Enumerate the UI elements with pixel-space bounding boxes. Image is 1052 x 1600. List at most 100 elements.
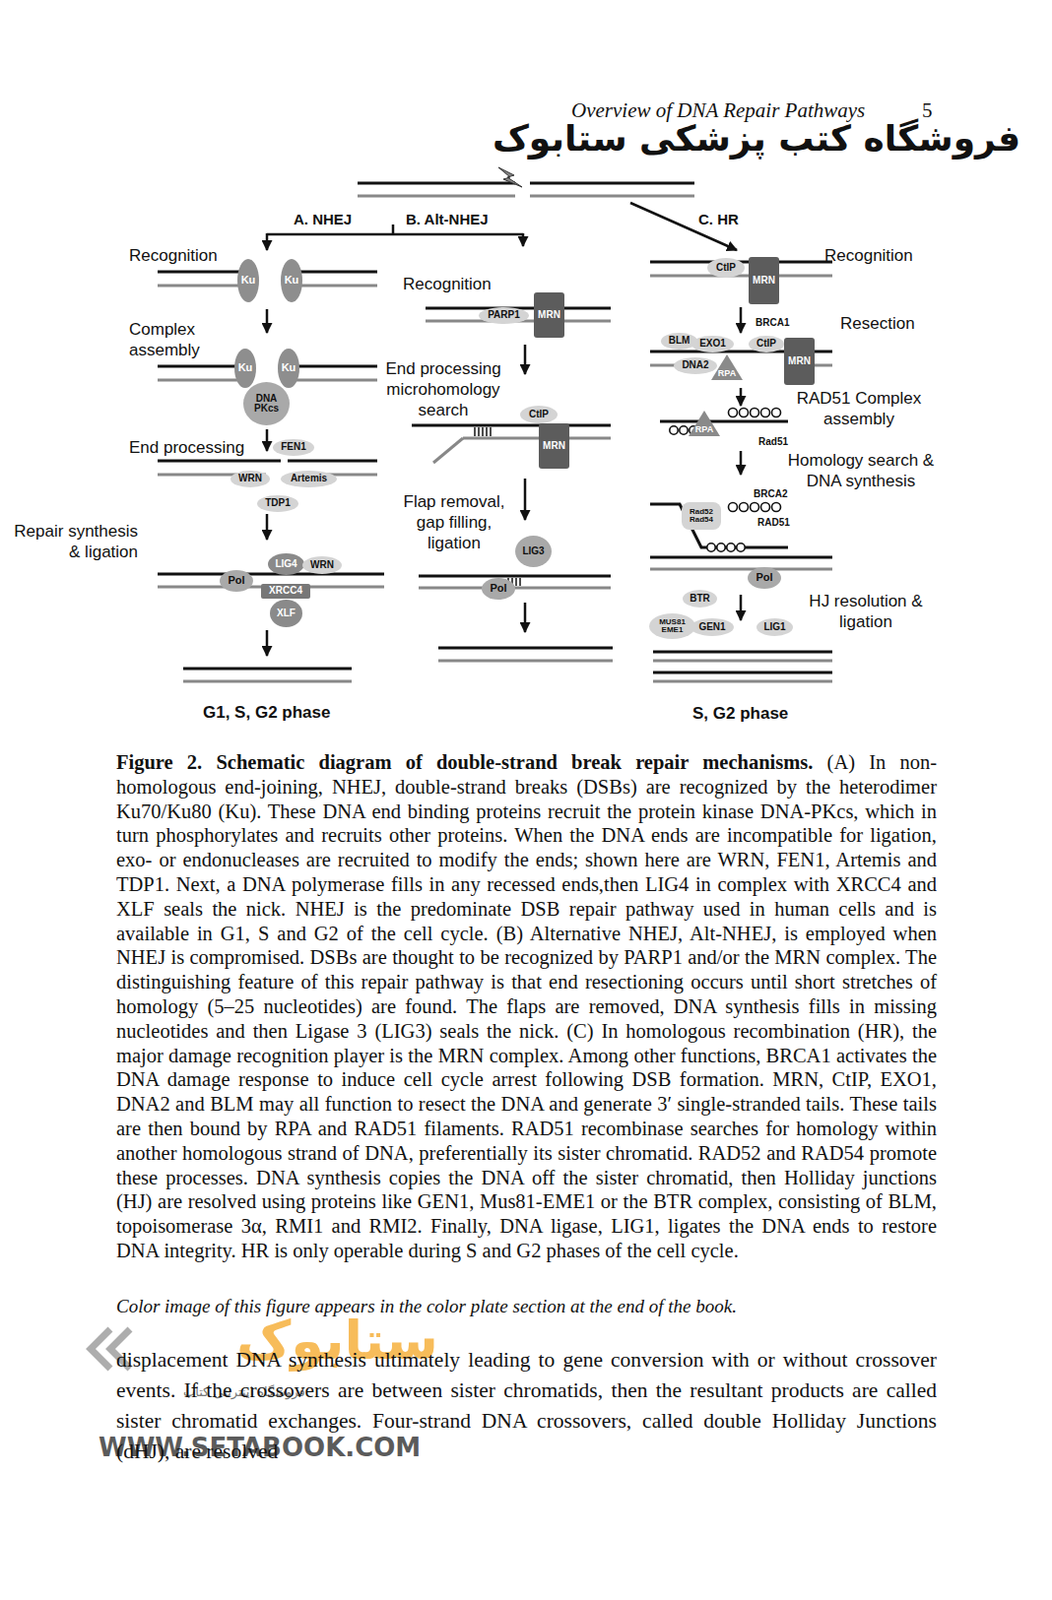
protein-name: MRN	[537, 310, 561, 322]
break-bolt	[498, 167, 523, 188]
illustration-stroke	[157, 365, 245, 369]
protein-name: Pol	[227, 575, 245, 588]
step-label: Recognition	[402, 273, 492, 295]
protein-name: MRN	[788, 356, 811, 368]
protein-name: Pol	[755, 572, 773, 585]
illustration-stroke	[761, 408, 771, 418]
illustration-stroke	[183, 680, 352, 684]
illustration-stroke	[266, 233, 524, 237]
protein-label: LIG3	[522, 546, 544, 558]
illustration-stroke	[563, 307, 611, 311]
illustration-stroke	[157, 573, 385, 577]
illustration-stroke	[265, 309, 269, 333]
illustration-stroke	[750, 408, 760, 418]
protein-name: MUS81 EME1	[657, 618, 688, 636]
protein-label: Ku	[241, 274, 257, 287]
illustration-stroke	[653, 671, 833, 675]
pathway-title: C. HR	[698, 210, 739, 228]
protein-label: BRCA2	[753, 488, 788, 500]
illustration-stroke	[524, 602, 527, 633]
illustration-stroke	[522, 233, 526, 247]
protein-name: PARP1	[487, 310, 521, 322]
protein-shape: WRN	[302, 556, 342, 575]
protein-name: MRN	[752, 275, 776, 287]
protein-shape: LIG1	[756, 618, 793, 637]
protein-shape: Ku	[237, 259, 260, 303]
protein-shape: Ku	[280, 259, 303, 303]
illustration-stroke	[772, 503, 782, 513]
illustration-stroke	[433, 438, 463, 463]
protein-shape: Rad52 Rad54	[681, 502, 722, 530]
protein-shape: WRN	[230, 470, 270, 488]
illustration-stroke	[739, 388, 743, 406]
protein-label: CtIP	[716, 263, 736, 274]
protein-label: WRN	[238, 473, 263, 485]
broken-dna	[357, 183, 695, 197]
protein-label: MUS81 EME1	[657, 618, 688, 636]
illustration-stroke	[750, 503, 760, 513]
protein-name: Ku	[284, 274, 300, 287]
illustration-stroke	[515, 578, 518, 587]
illustration-stroke	[728, 503, 738, 513]
protein-name: DNA PKcs	[252, 394, 282, 415]
caption-title: Figure 2. Schematic diagram of double-st…	[116, 751, 813, 774]
protein-shape: Pol	[481, 578, 516, 600]
protein-shape: GEN1	[690, 618, 734, 637]
protein-name: GEN1	[698, 622, 725, 634]
illustration-stroke	[739, 451, 743, 475]
protein-label: CtIP	[756, 338, 777, 350]
illustration-stroke	[519, 578, 522, 587]
protein-label: XRCC4	[268, 586, 303, 597]
illustration-stroke	[295, 379, 378, 383]
protein-label: DNA2	[681, 360, 709, 372]
protein-shape: FEN1	[272, 439, 315, 457]
protein-label: RPA	[718, 369, 736, 379]
complex-box: MRN	[538, 423, 570, 469]
protein-label: MRN	[542, 441, 566, 453]
protein-name: FEN1	[280, 442, 307, 454]
illustration-stroke	[473, 427, 476, 437]
protein-name: RPA	[695, 425, 714, 435]
illustration-stroke	[707, 543, 716, 552]
illustration-stroke	[650, 556, 833, 560]
protein-label: MRN	[752, 275, 776, 287]
protein-name: Pol	[489, 583, 507, 595]
illustration-stroke	[265, 429, 269, 452]
protein-name: Ku	[238, 362, 254, 375]
protein-label: Pol	[489, 583, 507, 595]
step-label: Recognition	[824, 245, 914, 266]
illustration-stroke	[287, 460, 378, 463]
illustration-stroke	[438, 659, 613, 663]
protein-shape: DNA2	[673, 357, 718, 375]
step-label: Homology search & DNA synthesis	[787, 450, 935, 492]
caption-text: (A) In non-homologous end-joining, NHEJ,…	[116, 751, 937, 1262]
illustration-stroke	[295, 270, 378, 274]
protein-label: BRCA1	[755, 317, 789, 329]
illustration-stroke	[524, 478, 527, 521]
step-label: End processing microhomology search	[371, 358, 516, 421]
illustration-stroke	[462, 437, 611, 441]
protein-label: MRN	[788, 356, 811, 368]
protein-label: Artemis	[290, 473, 328, 485]
protein-label: FEN1	[280, 442, 307, 454]
protein-shape: BTR	[682, 590, 718, 608]
protein-shape: XLF	[269, 599, 303, 628]
illustration-stroke	[295, 365, 378, 369]
protein-shape: CtIP	[520, 405, 558, 424]
illustration-stroke	[653, 659, 833, 663]
watermark: فروشگاه کتب پزشکی ستابوک	[492, 118, 1021, 159]
figure-caption: Figure 2. Schematic diagram of double-st…	[116, 750, 937, 1264]
illustration-stroke	[265, 233, 269, 251]
protein-shape: XRCC4	[261, 584, 311, 599]
illustration-stroke	[813, 350, 833, 354]
protein-shape: MUS81 EME1	[649, 613, 696, 640]
illustration-stroke	[726, 543, 735, 552]
illustration-stroke	[477, 427, 480, 437]
pathway-title: A. NHEJ	[293, 210, 352, 228]
protein-name: LIG1	[763, 622, 786, 634]
complex-box: MRN	[784, 337, 815, 386]
hr-dna	[650, 262, 833, 682]
illustration-stroke	[653, 680, 833, 684]
step-label: Recognition	[129, 245, 218, 266]
protein-label: LIG4	[274, 559, 297, 571]
